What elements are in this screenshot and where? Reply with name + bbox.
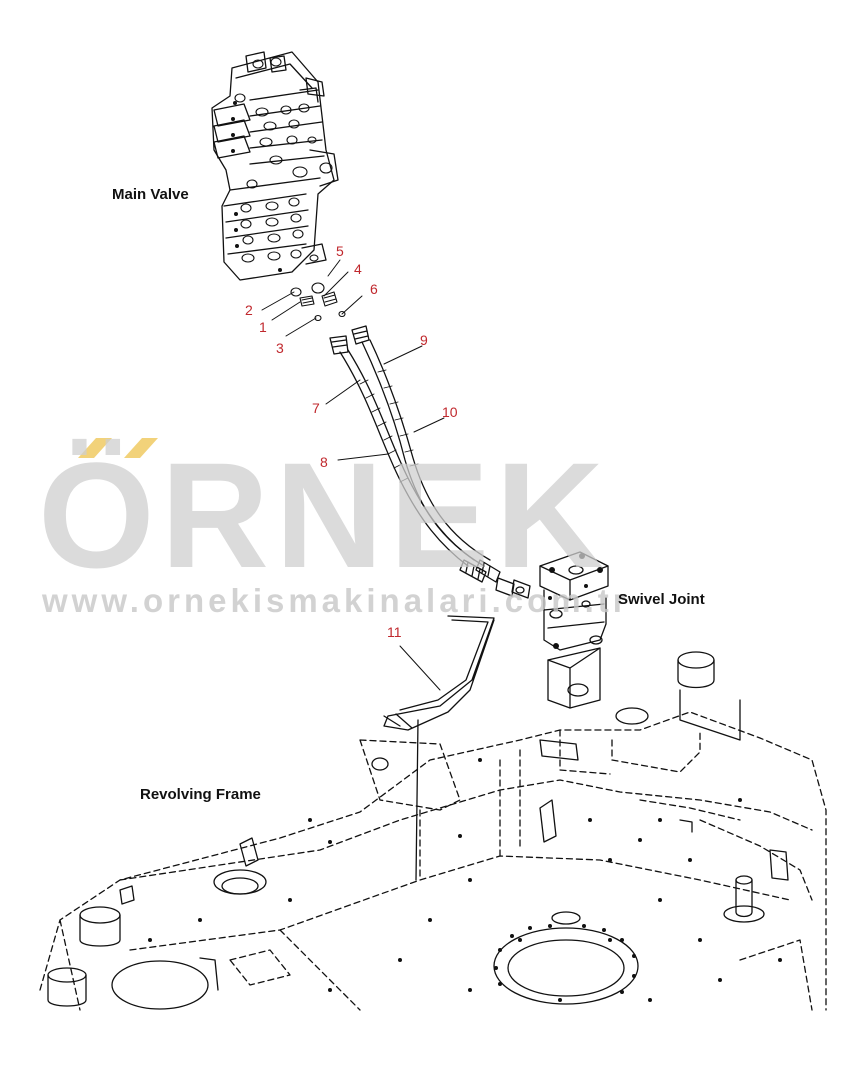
label-revolving-frame: Revolving Frame (140, 786, 261, 803)
cover-plate-drawing (383, 615, 495, 731)
hoses-drawing (329, 325, 531, 599)
callout-8: 8 (320, 454, 328, 470)
callout-6: 6 (370, 281, 378, 297)
callout-4: 4 (354, 261, 362, 277)
fittings-drawing (290, 282, 346, 322)
callout-11: 11 (387, 624, 402, 640)
watermark-url: www.ornekismakinalari.com.tr (42, 582, 630, 619)
label-main-valve: Main Valve (112, 186, 189, 203)
label-swivel-joint: Swivel Joint (618, 591, 705, 608)
callout-10: 10 (442, 404, 458, 420)
callout-leaders (261, 259, 445, 691)
callout-5: 5 (336, 243, 344, 259)
main-valve-drawing (211, 51, 339, 281)
callout-2: 2 (245, 302, 253, 318)
callout-3: 3 (276, 340, 284, 356)
watermark-accent-icon (78, 438, 158, 458)
swivel-joint-drawing (539, 551, 609, 709)
callout-7: 7 (312, 400, 320, 416)
revolving-frame-drawing (39, 651, 827, 1011)
watermark-brand: ÖRNEK (38, 431, 610, 599)
callout-9: 9 (420, 332, 428, 348)
callout-1: 1 (259, 319, 267, 335)
